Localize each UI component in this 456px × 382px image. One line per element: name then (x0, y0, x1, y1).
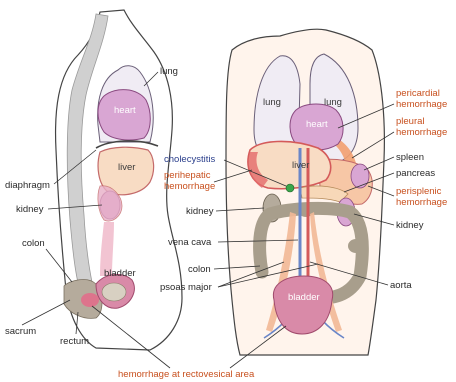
side-view: heart liver bladder lung diaphragm kidne… (5, 10, 182, 350)
front-heart-label: heart (306, 119, 328, 130)
front-liver-label: liver (292, 160, 309, 171)
perisplenic-label-2: hemorrhage (396, 197, 447, 208)
colon-label: colon (188, 264, 211, 275)
side-colon-label: colon (22, 238, 45, 249)
side-kidney-label: kidney (16, 204, 44, 215)
rectovesical-label: hemorrhage at rectovesical area (118, 369, 255, 380)
gallbladder (286, 184, 294, 192)
side-diaphragm-label: diaphragm (5, 180, 50, 191)
spleen (351, 164, 369, 188)
psoas-major-label: psoas major (160, 282, 212, 293)
front-bladder-label: bladder (288, 292, 320, 303)
pleural-label-2: hemorrhage (396, 127, 447, 138)
side-liver-label: liver (118, 162, 135, 173)
front-lung-right-label: lung (324, 97, 342, 108)
small-intestine-2 (348, 239, 364, 253)
side-lung-label: lung (160, 66, 178, 77)
perisplenic-label-1: perisplenic (396, 186, 442, 197)
pericardial-label-2: hemorrhage (396, 99, 447, 110)
side-heart-label: heart (114, 105, 136, 116)
spleen-label: spleen (396, 152, 424, 163)
kidney-right-label: kidney (396, 220, 424, 231)
pericardial-label-1: pericardial (396, 88, 440, 99)
cholecystitis-label: cholecystitis (164, 154, 215, 165)
front-lung-left-label: lung (263, 97, 281, 108)
pancreas-label: pancreas (396, 168, 435, 179)
perihepatic-label-1: perihepatic (164, 170, 211, 181)
pleural-label-1: pleural (396, 116, 425, 127)
aorta-label: aorta (390, 280, 412, 291)
vena-cava-label: vena cava (168, 237, 212, 248)
kidney-left-label: kidney (186, 206, 214, 217)
side-rectum-label: rectum (60, 336, 89, 347)
perihepatic-label-2: hemorrhage (164, 181, 215, 192)
side-rectovesical-hemorrhage (81, 293, 99, 307)
front-view: lung lung heart liver bladder pericardia… (160, 29, 447, 355)
side-sacrum-label: sacrum (5, 326, 36, 337)
side-bladder-inner (102, 283, 126, 301)
side-bladder-label: bladder (104, 268, 136, 279)
side-sacrum-leader (22, 300, 70, 325)
